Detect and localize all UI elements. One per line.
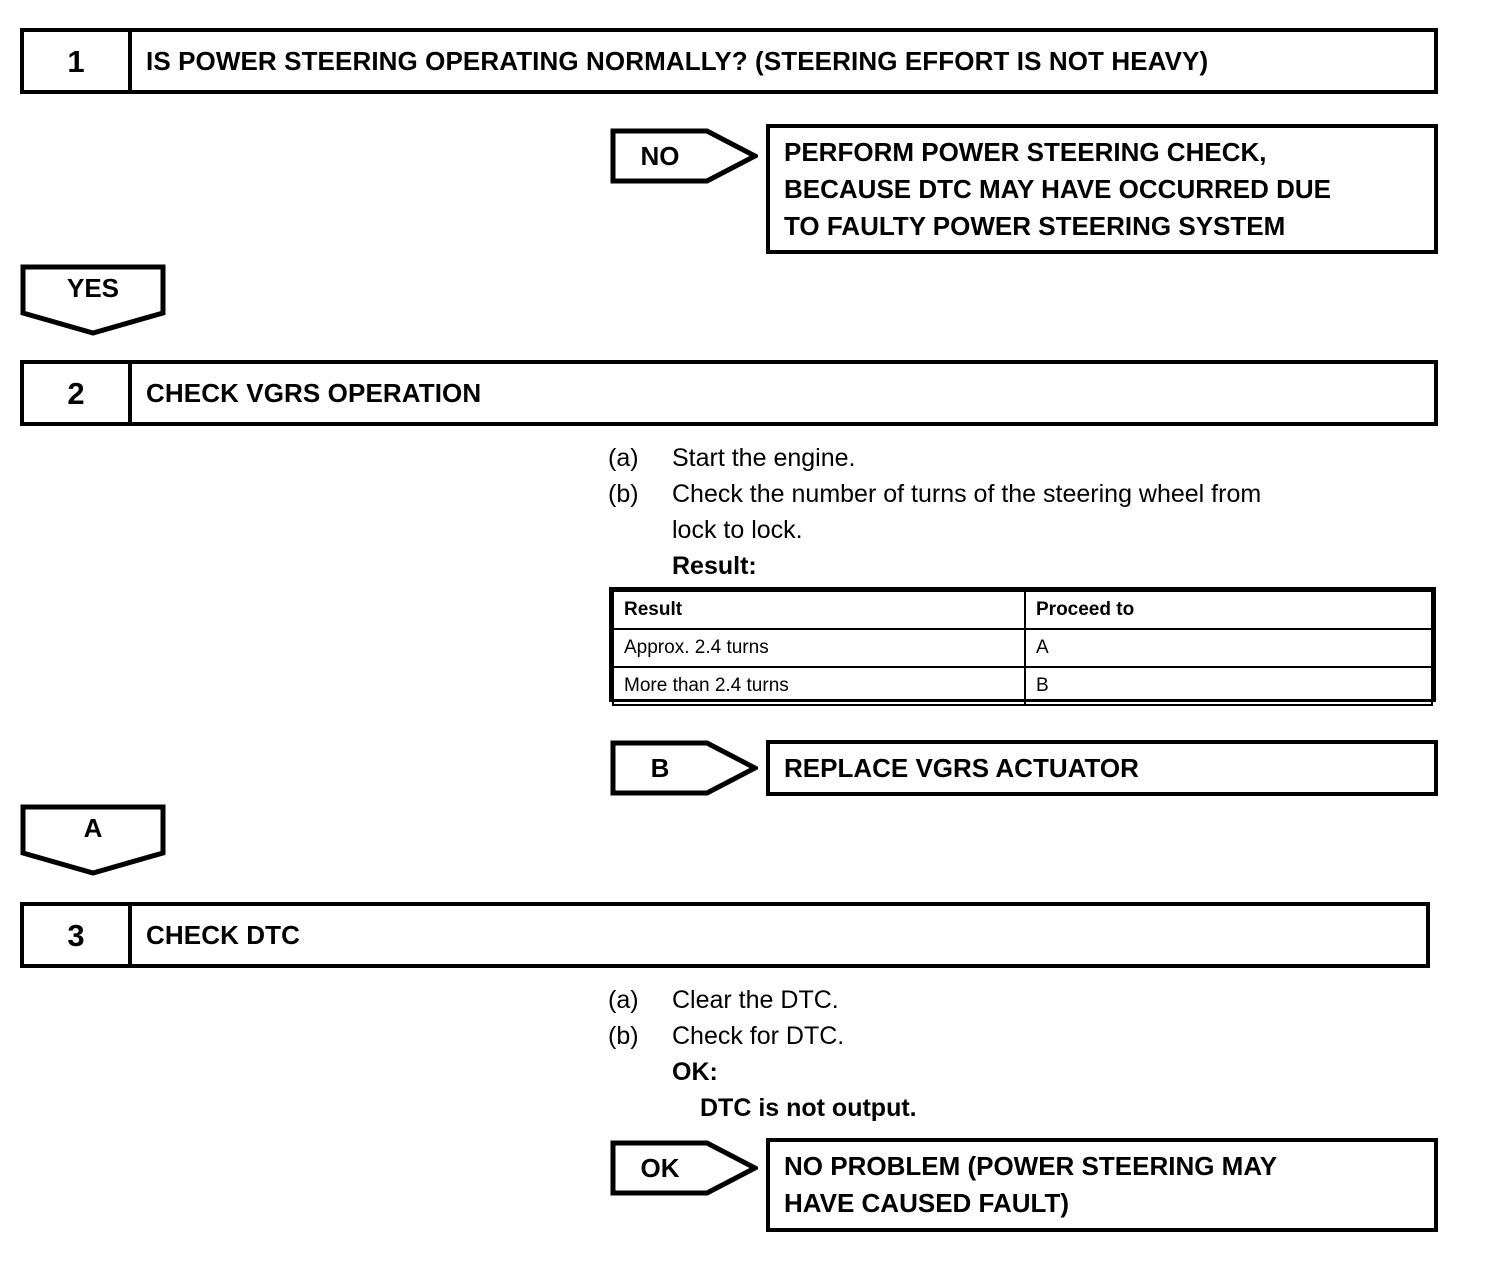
- table-cell-result: More than 2.4 turns: [612, 666, 1026, 706]
- branch-arrow-right-icon: [610, 1140, 758, 1196]
- table-cell-proceed-to: A: [1024, 628, 1433, 668]
- branch-arrow-right-icon: [610, 128, 758, 184]
- step-title-1: IS POWER STEERING OPERATING NORMALLY? (S…: [146, 45, 1209, 76]
- step-bar-2: 2 CHECK VGRS OPERATION: [20, 360, 1438, 426]
- table-cell-result: Approx. 2.4 turns: [612, 628, 1026, 668]
- branch-tag-b-label: B: [650, 753, 670, 783]
- outcome-line: PERFORM POWER STEERING CHECK,: [784, 136, 1267, 167]
- table-row: More than 2.4 turns B: [612, 666, 1433, 706]
- procedure-marker: (a): [608, 986, 639, 1014]
- procedure-item: (a) Start the engine.: [608, 440, 1408, 476]
- outcome-line: TO FAULTY POWER STEERING SYSTEM: [784, 210, 1286, 241]
- step-title-2: CHECK VGRS OPERATION: [146, 377, 482, 408]
- branch-tag-no-label: NO: [640, 141, 680, 171]
- outcome-line: NO PROBLEM (POWER STEERING MAY: [784, 1151, 1278, 1181]
- table-row: Approx. 2.4 turns A: [612, 628, 1433, 668]
- step-title-3: CHECK DTC: [146, 919, 301, 950]
- branch-arrow-down-icon: [20, 804, 166, 876]
- branch-tag-yes: YES: [20, 264, 166, 336]
- branch-tag-a-label: A: [83, 813, 103, 843]
- branch-arrow-down-icon: [20, 264, 166, 336]
- procedure-result-label: Result:: [672, 552, 757, 580]
- outcome-line: BECAUSE DTC MAY HAVE OCCURRED DUE: [784, 173, 1332, 204]
- step-number-2: 2: [24, 364, 132, 422]
- branch-tag-no: NO: [610, 128, 758, 184]
- procedure-item: (a) Clear the DTC.: [608, 982, 1408, 1018]
- procedure-marker: (b): [608, 1022, 639, 1050]
- branch-tag-ok: OK: [610, 1140, 758, 1196]
- table-header-row: Result Proceed to: [612, 590, 1433, 630]
- procedure-text: Check the number of turns of the steerin…: [672, 480, 1262, 508]
- table-cell-proceed-to: B: [1024, 666, 1433, 706]
- outcome-box-perform-check: PERFORM POWER STEERING CHECK, BECAUSE DT…: [766, 124, 1438, 254]
- outcome-box-replace-actuator: REPLACE VGRS ACTUATOR: [766, 740, 1438, 796]
- procedure-continuation: lock to lock.: [672, 516, 803, 544]
- procedure-marker: (a): [608, 444, 639, 472]
- outcome-line: REPLACE VGRS ACTUATOR: [784, 752, 1139, 783]
- branch-tag-ok-label: OK: [640, 1153, 680, 1183]
- outcome-box-no-problem: NO PROBLEM (POWER STEERING MAY HAVE CAUS…: [766, 1138, 1438, 1232]
- branch-tag-yes-label: YES: [66, 273, 120, 303]
- step-number-3: 3: [24, 906, 132, 964]
- branch-arrow-right-icon: [610, 740, 758, 796]
- procedure-text: Clear the DTC.: [672, 986, 839, 1014]
- procedure-list-step3: (a) Clear the DTC. (b) Check for DTC. OK…: [608, 982, 1408, 1126]
- step-bar-3: 3 CHECK DTC: [20, 902, 1430, 968]
- procedure-ok-value: DTC is not output.: [700, 1094, 917, 1122]
- procedure-item: (b) Check the number of turns of the ste…: [608, 476, 1408, 512]
- procedure-item: (b) Check for DTC.: [608, 1018, 1408, 1054]
- result-table: Result Proceed to Approx. 2.4 turns A Mo…: [609, 587, 1436, 706]
- step-number-1: 1: [24, 32, 132, 90]
- outcome-line: HAVE CAUSED FAULT): [784, 1188, 1070, 1218]
- procedure-ok-label: OK:: [672, 1058, 718, 1086]
- branch-tag-a: A: [20, 804, 166, 876]
- procedure-marker: (b): [608, 480, 639, 508]
- step-bar-1: 1 IS POWER STEERING OPERATING NORMALLY? …: [20, 28, 1438, 94]
- procedure-text: Start the engine.: [672, 444, 856, 472]
- branch-tag-b: B: [610, 740, 758, 796]
- table-header-proceed-to: Proceed to: [1024, 590, 1433, 630]
- table-header-result: Result: [612, 590, 1026, 630]
- procedure-text: Check for DTC.: [672, 1022, 845, 1050]
- procedure-list-step2: (a) Start the engine. (b) Check the numb…: [608, 440, 1408, 584]
